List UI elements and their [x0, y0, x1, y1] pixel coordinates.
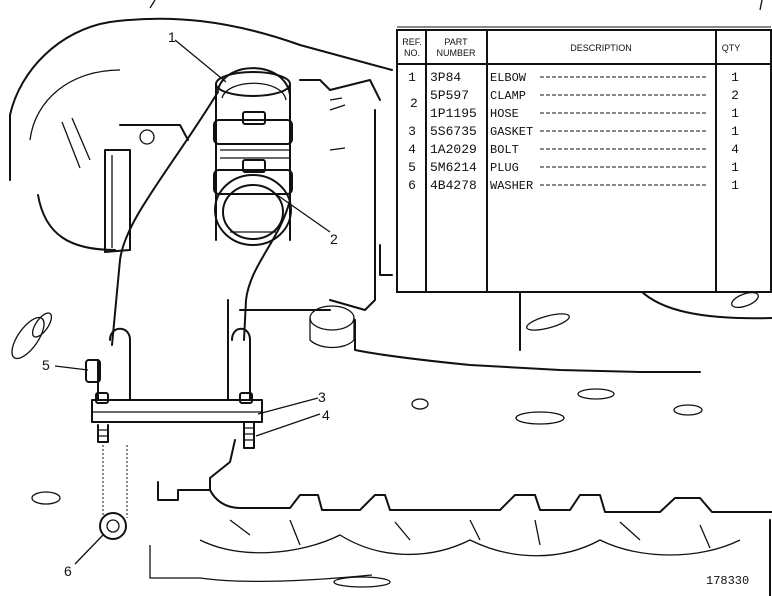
hose-clamp-assembly [213, 71, 293, 246]
row-description: CLAMP [490, 89, 526, 103]
row-qty: 4 [731, 142, 739, 157]
callout-2: 2 [330, 231, 338, 247]
row-description: PLUG [490, 161, 519, 175]
row-ref-no: 3 [408, 124, 416, 139]
header-ref-line2: NO. [404, 48, 420, 58]
row-description: WASHER [490, 179, 533, 193]
parts-table: REF. NO. PART NUMBER DESCRIPTION QTY 2 1… [396, 26, 772, 293]
grouped-ref-2: 2 [410, 96, 418, 111]
callout-leaders [54, 39, 331, 565]
header-part-line1: PART [444, 37, 468, 47]
elbow-part [85, 67, 291, 540]
row-part-number: 1P1195 [430, 106, 477, 121]
row-part-number: 5M6214 [430, 160, 477, 175]
row-qty: 2 [731, 88, 739, 103]
row-ref-no: 6 [408, 178, 416, 193]
row-ref-no: 1 [408, 70, 416, 85]
callout-6: 6 [64, 563, 72, 579]
figure-number: 178330 [706, 574, 749, 588]
table-rows: 1 3P84 ELBOW 1 5P597 CLAMP 2 1P1195 HOSE 1 3 5S6735… [408, 70, 739, 193]
row-description: ELBOW [490, 71, 527, 85]
row-part-number: 5S6735 [430, 124, 477, 139]
row-description: HOSE [490, 107, 519, 121]
row-part-number: 5P597 [430, 88, 469, 103]
row-qty: 1 [731, 160, 739, 175]
callout-3: 3 [318, 389, 326, 405]
header-qty: QTY [722, 43, 741, 53]
callout-5: 5 [42, 357, 50, 373]
row-description: GASKET [490, 125, 533, 139]
row-part-number: 3P84 [430, 70, 461, 85]
row-qty: 1 [731, 178, 739, 193]
row-ref-no: 4 [408, 142, 416, 157]
row-ref-no: 5 [408, 160, 416, 175]
header-description: DESCRIPTION [570, 43, 632, 53]
header-part-line2: NUMBER [436, 48, 476, 58]
row-qty: 1 [731, 124, 739, 139]
row-part-number: 1A2029 [430, 142, 477, 157]
callout-4: 4 [322, 407, 330, 423]
row-description: BOLT [490, 143, 519, 157]
callout-1: 1 [168, 29, 176, 45]
row-part-number: 4B4278 [430, 178, 477, 193]
row-qty: 1 [731, 106, 739, 121]
row-qty: 1 [731, 70, 739, 85]
header-ref-line1: REF. [402, 37, 422, 47]
